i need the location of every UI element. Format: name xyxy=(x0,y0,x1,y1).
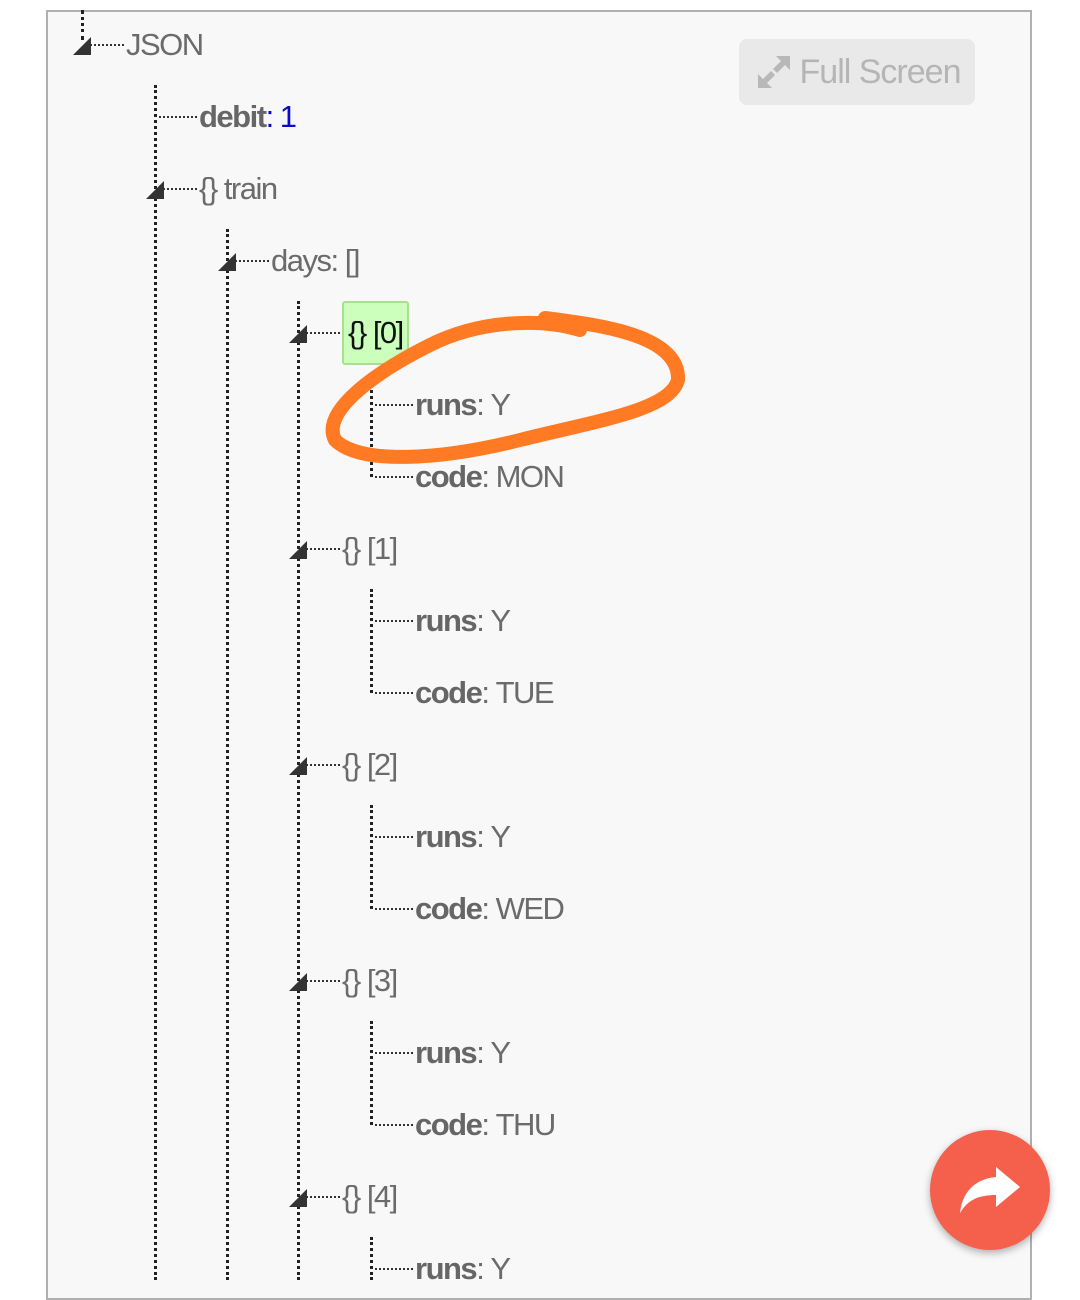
node-label[interactable]: {} [1] xyxy=(342,531,398,566)
tree-node[interactable]: days: [] xyxy=(218,241,360,281)
collapse-toggle-icon[interactable] xyxy=(289,973,307,991)
tree-connector xyxy=(302,1196,340,1198)
leaf-key: code xyxy=(415,891,483,926)
tree-guide-line xyxy=(81,10,84,40)
leaf-value: MON xyxy=(495,459,565,494)
tree-connector xyxy=(375,1268,413,1270)
leaf-key: code xyxy=(415,459,483,494)
tree-guide-line xyxy=(297,301,300,1280)
tree-leaf: code: TUE xyxy=(371,673,555,713)
tree-guide-line xyxy=(370,1021,373,1125)
leaf-value: Y xyxy=(490,387,511,422)
tree-connector xyxy=(375,1124,413,1126)
node-label[interactable]: {} [2] xyxy=(342,747,398,782)
tree-node[interactable]: {} [0] xyxy=(289,301,409,365)
leaf-key: runs xyxy=(415,603,478,638)
tree-node[interactable]: {} train xyxy=(146,169,278,209)
tree-leaf: runs: Y xyxy=(371,817,511,857)
tree-node[interactable]: JSON xyxy=(73,25,204,65)
leaf-value: Y xyxy=(490,1251,511,1286)
tree-leaf: debit: 1 xyxy=(155,97,297,137)
tree-connector xyxy=(231,260,269,262)
leaf-key: runs xyxy=(415,1251,478,1286)
leaf-key: runs xyxy=(415,387,478,422)
node-label[interactable]: {} [0] xyxy=(342,301,409,365)
leaf-colon: : xyxy=(476,387,491,422)
tree-node[interactable]: {} [2] xyxy=(289,745,398,785)
leaf-value: WED xyxy=(495,891,565,926)
tree-guide-line xyxy=(370,1237,373,1280)
leaf-colon: : xyxy=(481,675,496,710)
fullscreen-button[interactable]: Full Screen xyxy=(739,39,975,105)
collapse-toggle-icon[interactable] xyxy=(218,253,236,271)
node-label[interactable]: days: [] xyxy=(271,243,360,278)
leaf-colon: : xyxy=(481,1107,496,1142)
tree-guide-line xyxy=(370,805,373,909)
tree-connector xyxy=(86,44,124,46)
tree-guide-line xyxy=(154,85,157,1280)
tree-connector xyxy=(375,476,413,478)
tree-guide-line xyxy=(370,589,373,693)
collapse-toggle-icon[interactable] xyxy=(289,1189,307,1207)
tree-leaf: code: WED xyxy=(371,889,565,929)
leaf-value: Y xyxy=(490,819,511,854)
tree-connector xyxy=(302,980,340,982)
tree-connector xyxy=(302,548,340,550)
collapse-toggle-icon[interactable] xyxy=(289,757,307,775)
tree-connector xyxy=(375,1052,413,1054)
leaf-colon: : xyxy=(265,99,280,134)
tree-leaf: code: MON xyxy=(371,457,565,497)
tree-leaf: runs: Y xyxy=(371,601,511,641)
collapse-toggle-icon[interactable] xyxy=(146,181,164,199)
node-label[interactable]: {} [4] xyxy=(342,1179,398,1214)
leaf-key: runs xyxy=(415,1035,478,1070)
tree-leaf: runs: Y xyxy=(371,385,511,425)
tree-leaf: runs: Y xyxy=(371,1249,511,1289)
leaf-key: code xyxy=(415,675,483,710)
tree-node[interactable]: {} [4] xyxy=(289,1177,398,1217)
leaf-key: code xyxy=(415,1107,483,1142)
tree-guide-line xyxy=(226,229,229,1280)
collapse-toggle-icon[interactable] xyxy=(73,37,91,55)
tree-connector xyxy=(302,332,340,334)
expand-arrows-icon xyxy=(757,56,790,88)
leaf-colon: : xyxy=(476,603,491,638)
node-label[interactable]: JSON xyxy=(126,27,204,62)
tree-node[interactable]: {} [1] xyxy=(289,529,398,569)
leaf-value: THU xyxy=(495,1107,557,1142)
leaf-colon: : xyxy=(476,819,491,854)
tree-connector xyxy=(375,692,413,694)
tree-leaf: runs: Y xyxy=(371,1033,511,1073)
leaf-value: TUE xyxy=(495,675,555,710)
tree-connector xyxy=(375,404,413,406)
node-label[interactable]: {} train xyxy=(199,171,278,206)
collapse-toggle-icon[interactable] xyxy=(289,541,307,559)
leaf-value: 1 xyxy=(279,99,297,134)
leaf-key: runs xyxy=(415,819,478,854)
tree-connector xyxy=(302,764,340,766)
fullscreen-label: Full Screen xyxy=(799,52,962,91)
leaf-value: Y xyxy=(490,603,511,638)
tree-connector xyxy=(375,908,413,910)
leaf-colon: : xyxy=(476,1035,491,1070)
json-viewer-panel xyxy=(46,10,1032,1300)
leaf-colon: : xyxy=(481,459,496,494)
leaf-key: debit xyxy=(199,99,267,134)
leaf-colon: : xyxy=(476,1251,491,1286)
tree-connector xyxy=(159,116,197,118)
tree-connector xyxy=(375,836,413,838)
tree-node[interactable]: {} [3] xyxy=(289,961,398,1001)
tree-connector xyxy=(375,620,413,622)
tree-connector xyxy=(159,188,197,190)
collapse-toggle-icon[interactable] xyxy=(289,325,307,343)
leaf-colon: : xyxy=(481,891,496,926)
share-arrow-icon xyxy=(960,1167,1020,1213)
leaf-value: Y xyxy=(490,1035,511,1070)
share-button[interactable] xyxy=(930,1130,1050,1250)
tree-leaf: code: THU xyxy=(371,1105,557,1145)
node-label[interactable]: {} [3] xyxy=(342,963,398,998)
